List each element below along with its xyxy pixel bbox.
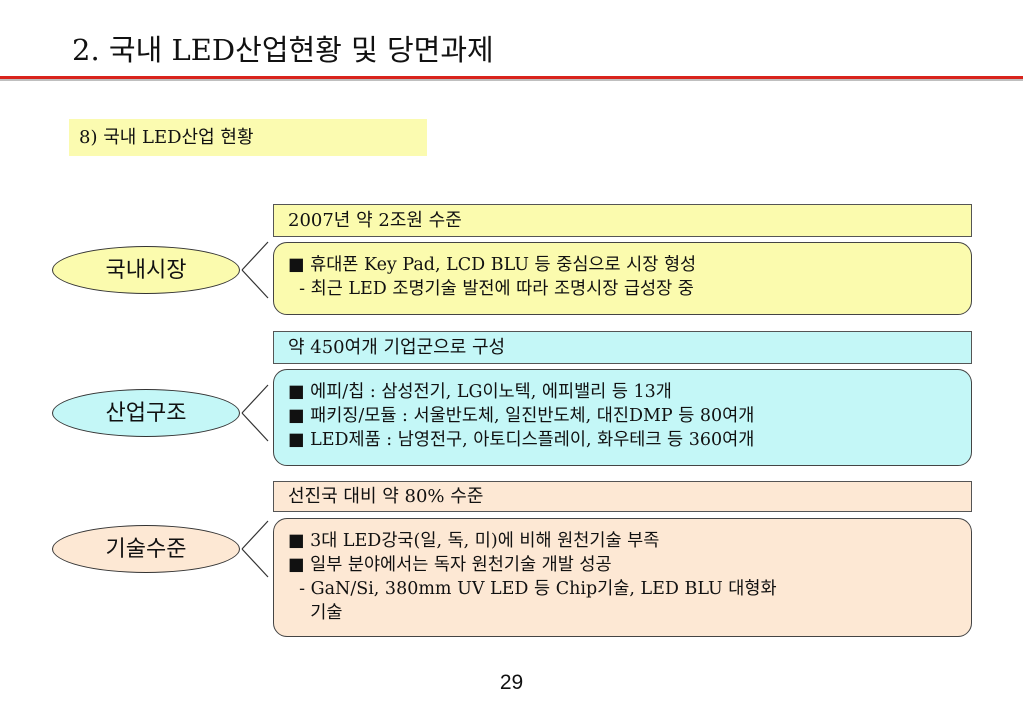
body-line: ■ 휴대폰 Key Pad, LCD BLU 등 중심으로 시장 형성 xyxy=(288,255,697,275)
body-box-domestic-market: ■ 휴대폰 Key Pad, LCD BLU 등 중심으로 시장 형성 - 최근… xyxy=(273,242,972,315)
header-box-technology-level: 선진국 대비 약 80% 수준 xyxy=(273,481,972,512)
title-underline-gray xyxy=(0,79,1023,81)
header-box-domestic-market: 2007년 약 2조원 수준 xyxy=(273,204,972,237)
body-line: ■ 일부 분야에서는 독자 원천기술 개발 성공 xyxy=(288,555,612,575)
body-box-industry-structure: ■ 에피/칩 : 삼성전기, LG이노텍, 에피밸리 등 13개 ■ 패키징/모… xyxy=(273,369,972,466)
body-line: ■ 에피/칩 : 삼성전기, LG이노텍, 에피밸리 등 13개 xyxy=(288,382,672,402)
body-line: ■ 패키징/모듈 : 서울반도체, 일진반도체, 대진DMP 등 80여개 xyxy=(288,406,755,426)
bracket-arrow-icon xyxy=(241,384,269,442)
body-box-technology-level: ■ 3대 LED강국(일, 독, 미)에 비해 원천기술 부족 ■ 일부 분야에… xyxy=(273,518,972,637)
oval-industry-structure: 산업구조 xyxy=(52,389,240,437)
slide-title: 2. 국내 LED산업현황 및 당면과제 xyxy=(72,33,494,67)
page-number: 29 xyxy=(499,671,524,694)
body-line: - GaN/Si, 380mm UV LED 등 Chip기술, LED BLU… xyxy=(288,579,777,599)
body-line: - 최근 LED 조명기술 발전에 따라 조명시장 급성장 중 xyxy=(288,279,694,299)
oval-technology-level: 기술수준 xyxy=(52,525,240,573)
section-tag: 8) 국내 LED산업 현황 xyxy=(69,119,427,156)
body-line: 기술 xyxy=(288,603,343,623)
oval-domestic-market: 국내시장 xyxy=(52,246,240,294)
body-line: ■ 3대 LED강국(일, 독, 미)에 비해 원천기술 부족 xyxy=(288,531,660,551)
bracket-arrow-icon xyxy=(241,520,269,578)
bracket-arrow-icon xyxy=(241,241,269,299)
header-box-industry-structure: 약 450여개 기업군으로 구성 xyxy=(273,331,972,364)
body-line: ■ LED제품 : 남영전구, 아토디스플레이, 화우테크 등 360여개 xyxy=(288,430,755,450)
title-underline-red xyxy=(0,76,1023,79)
